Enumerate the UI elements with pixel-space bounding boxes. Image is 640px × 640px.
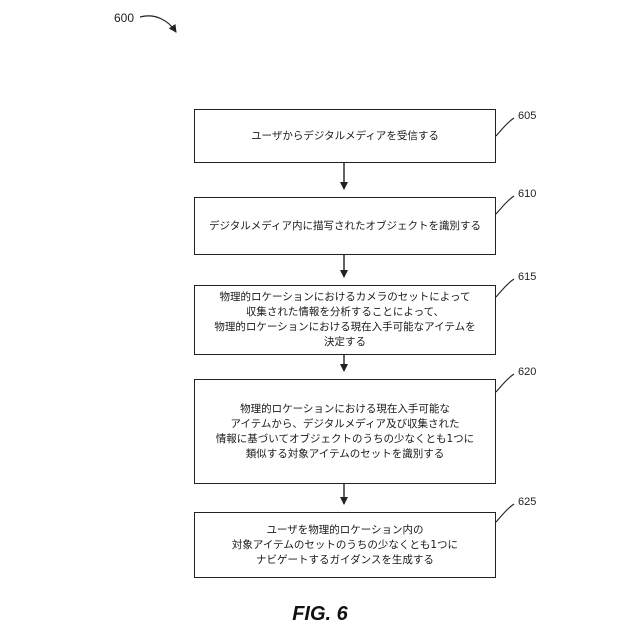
step-text-605: ユーザからデジタルメディアを受信する xyxy=(251,129,439,144)
step-text-615: 物理的ロケーションにおけるカメラのセットによって 収集された情報を分析することに… xyxy=(214,290,475,350)
step-ref-620: 620 xyxy=(518,366,536,378)
step-ref-615: 615 xyxy=(518,271,536,283)
figure-pointer-arrow xyxy=(140,16,176,32)
step-ref-605: 605 xyxy=(518,110,536,122)
ref-leader-620 xyxy=(496,374,514,392)
step-box-625: ユーザを物理的ロケーション内の 対象アイテムのセットのうちの少なくとも1つに ナ… xyxy=(194,512,496,578)
step-text-620: 物理的ロケーションにおける現在入手可能な アイテムから、デジタルメディア及び収集… xyxy=(216,402,474,462)
step-box-610: デジタルメディア内に描写されたオブジェクトを識別する xyxy=(194,197,496,255)
ref-leader-605 xyxy=(496,118,514,136)
step-ref-625: 625 xyxy=(518,496,536,508)
step-text-610: デジタルメディア内に描写されたオブジェクトを識別する xyxy=(209,219,481,234)
figure-caption: FIG. 6 xyxy=(0,603,640,626)
ref-leader-625 xyxy=(496,504,514,522)
step-text-625: ユーザを物理的ロケーション内の 対象アイテムのセットのうちの少なくとも1つに ナ… xyxy=(232,523,458,568)
step-ref-610: 610 xyxy=(518,188,536,200)
step-box-605: ユーザからデジタルメディアを受信する xyxy=(194,109,496,163)
step-box-620: 物理的ロケーションにおける現在入手可能な アイテムから、デジタルメディア及び収集… xyxy=(194,379,496,484)
ref-leader-610 xyxy=(496,196,514,214)
step-box-615: 物理的ロケーションにおけるカメラのセットによって 収集された情報を分析することに… xyxy=(194,285,496,355)
ref-leader-615 xyxy=(496,279,514,297)
